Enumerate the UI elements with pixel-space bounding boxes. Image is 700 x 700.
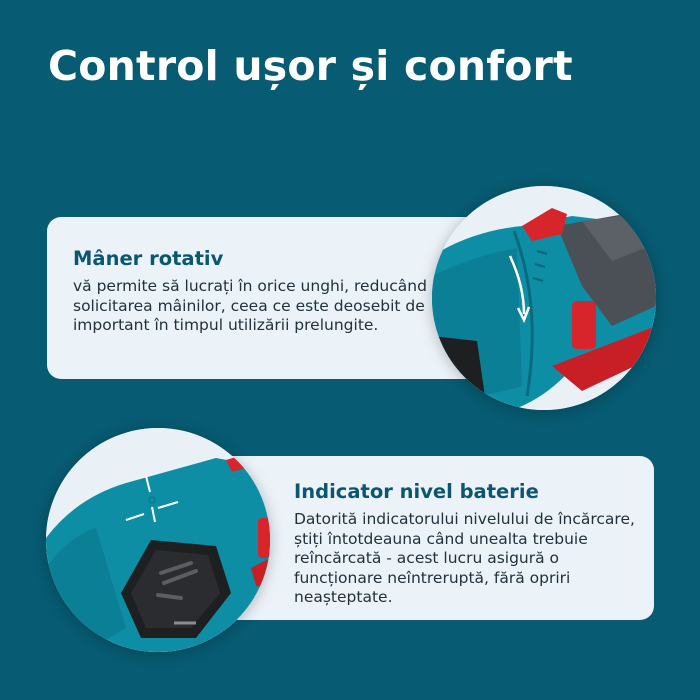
rotating-handle-image — [432, 186, 656, 410]
drill-handle-illustration — [432, 186, 656, 410]
feature-description: Datorită indicatorului nivelului de încă… — [294, 510, 635, 606]
feature-card-battery-indicator: Indicator nivel baterie Datorită indicat… — [210, 456, 654, 620]
feature-description: vă permite să lucrați în orice unghi, re… — [73, 277, 427, 334]
feature-title: Indicator nivel baterie — [294, 480, 539, 503]
battery-indicator-image — [46, 428, 270, 652]
feature-title: Mâner rotativ — [73, 247, 224, 270]
drill-end-illustration — [46, 428, 270, 652]
page-title: Control ușor și confort — [48, 42, 573, 90]
